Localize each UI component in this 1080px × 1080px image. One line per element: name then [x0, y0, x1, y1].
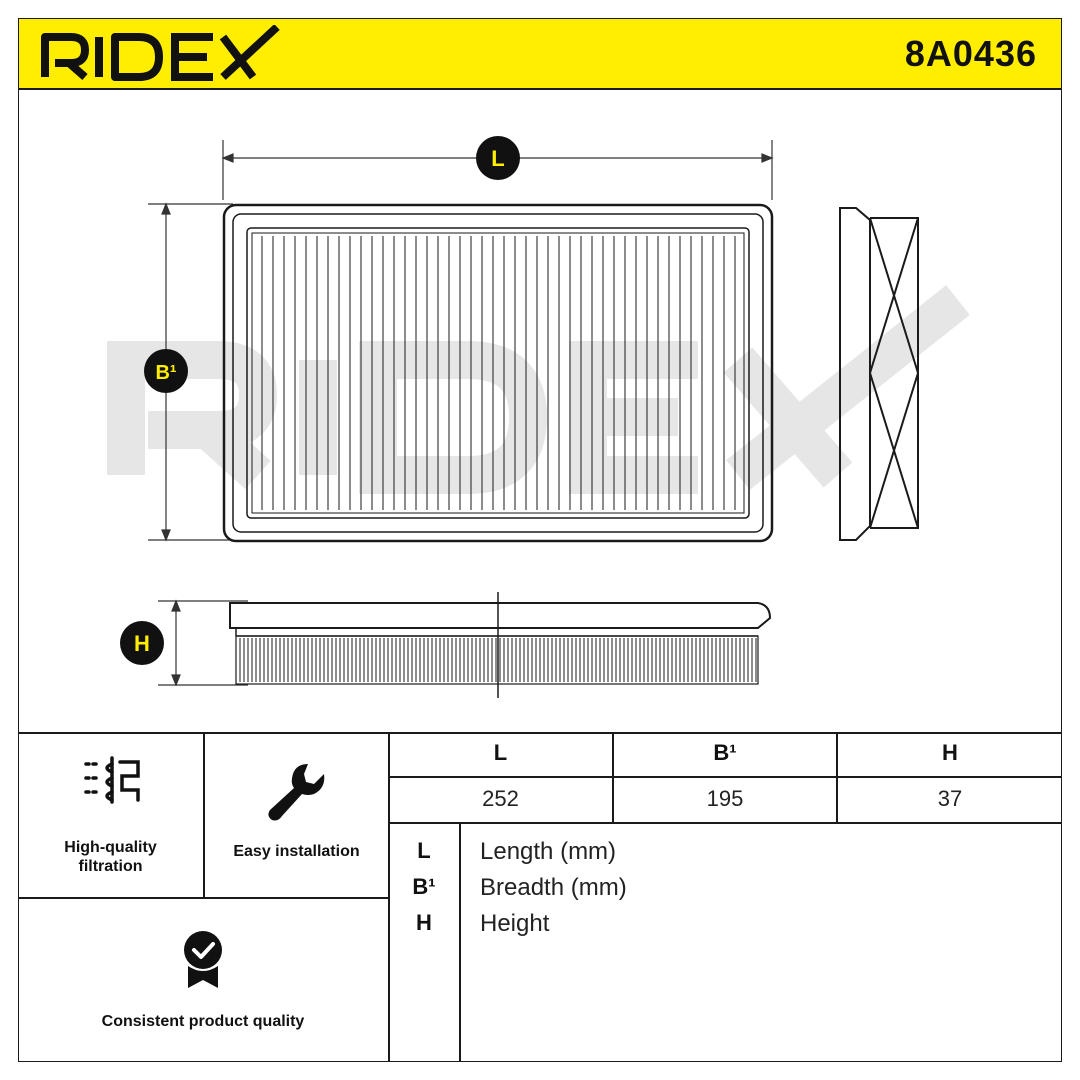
table-header-height: H — [942, 740, 958, 765]
feature-label: Consistent product quality — [101, 1013, 305, 1030]
feature-quality: Consistent product quality — [18, 898, 388, 1062]
filter-top-view — [222, 203, 774, 543]
legend-key: L — [417, 838, 431, 863]
filter-front-view — [229, 592, 772, 698]
legend-key: B¹ — [412, 874, 436, 899]
quality-badge-icon — [184, 931, 222, 988]
svg-text:H: H — [134, 631, 150, 656]
wrench-icon — [268, 764, 325, 821]
marker-l: L — [476, 136, 520, 180]
legend-desc: Breadth (mm) — [480, 874, 627, 901]
filtration-icon — [84, 756, 140, 804]
table-value-length: 252 — [482, 786, 519, 811]
ridex-logo — [41, 25, 280, 81]
marker-h: H — [120, 621, 164, 665]
legend-desc: Height — [480, 910, 550, 937]
filter-side-view — [839, 207, 920, 541]
technical-drawing: L B¹ H — [107, 136, 970, 698]
legend-desc: Length (mm) — [480, 838, 617, 865]
table-header-length: L — [493, 740, 508, 765]
feature-label: Easy installation — [233, 843, 360, 860]
table-value-height: 37 — [937, 786, 963, 811]
page-frame — [18, 18, 1062, 1062]
table-header-breadth: B¹ — [713, 740, 737, 765]
header-bar: 8A0436 — [18, 18, 1062, 90]
height-dimension — [158, 599, 248, 687]
legend-key: H — [416, 910, 432, 935]
ridex-watermark — [107, 285, 970, 494]
part-number: 8A0436 — [904, 33, 1037, 74]
table-value-breadth: 195 — [706, 786, 744, 811]
feature-installation: Easy installation — [204, 732, 389, 897]
svg-text:B¹: B¹ — [155, 362, 176, 384]
svg-text:L: L — [491, 146, 504, 171]
marker-b: B¹ — [144, 349, 188, 393]
